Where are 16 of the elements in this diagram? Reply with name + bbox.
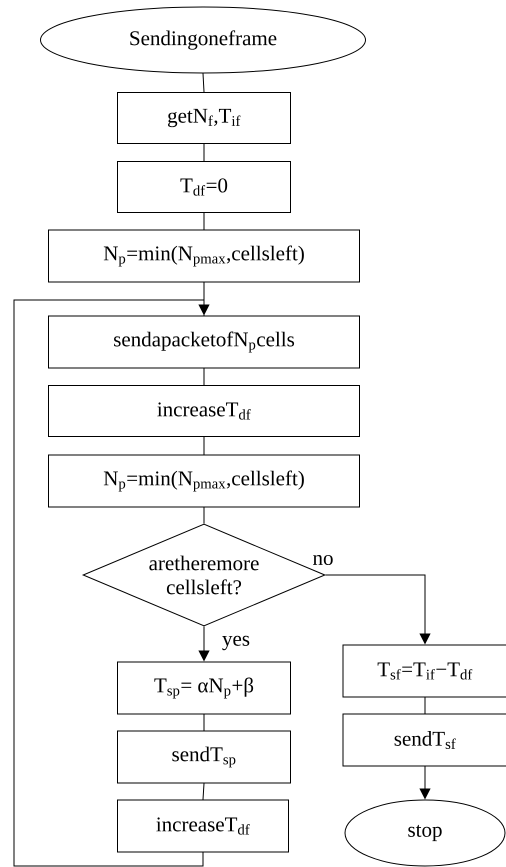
process-box: increaseT$_{df}$	[48, 385, 360, 437]
loop-arrow	[14, 300, 210, 866]
connector-line	[202, 783, 204, 800]
edge-label: yes	[221, 634, 251, 652]
process-box: sendapacketofN$_{p}$cells	[48, 316, 360, 368]
connector-line	[202, 73, 204, 92]
process-box: T$_{sp}$= αN$_{p}$+β	[117, 662, 291, 714]
process-box: T$_{sf}$=T$_{if}$−T$_{df}$	[342, 644, 506, 698]
process-box: N$_{p}$=min(N$_{pmax}$,cellsleft)	[48, 230, 360, 282]
process-box: getN$_{f}$,T$_{if}$	[117, 92, 291, 144]
process-box: increaseT$_{df}$	[117, 800, 289, 852]
process-box: sendT$_{sp}$	[117, 730, 291, 784]
connector-line	[424, 697, 426, 714]
process-box: T$_{df}$=0	[117, 161, 291, 213]
process-box: sendT$_{sf}$	[342, 714, 506, 766]
process-box: N$_{p}$=min(N$_{pmax}$,cellsleft)	[48, 454, 360, 508]
